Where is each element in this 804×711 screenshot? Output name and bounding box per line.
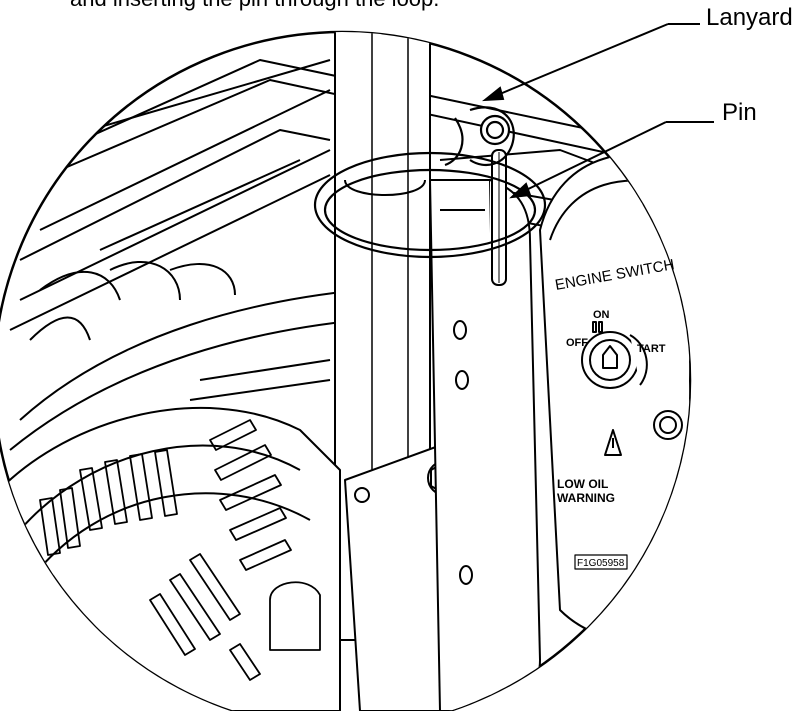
- figure-id-label: F1G05958: [577, 558, 625, 569]
- control-panel: [539, 153, 690, 645]
- upright-rail: [429, 179, 541, 711]
- lanyard-callout-label: Lanyard: [706, 4, 793, 31]
- lanyard-ring: [313, 106, 547, 259]
- warning-label: WARNING: [557, 491, 615, 505]
- caption-text: and inserting the pin through the loop.: [70, 0, 439, 12]
- pin-rod: [491, 149, 507, 286]
- leader-lines: [481, 23, 714, 199]
- pin-callout-label: Pin: [722, 99, 757, 126]
- fan-vents: [39, 419, 321, 681]
- alternator-housing: [0, 406, 341, 711]
- cross-bar: [9, 260, 361, 451]
- low-oil-label: LOW OIL: [557, 477, 608, 491]
- start-label: TART: [637, 343, 666, 355]
- on-label: ON: [593, 309, 610, 321]
- off-label: OFF: [566, 337, 588, 349]
